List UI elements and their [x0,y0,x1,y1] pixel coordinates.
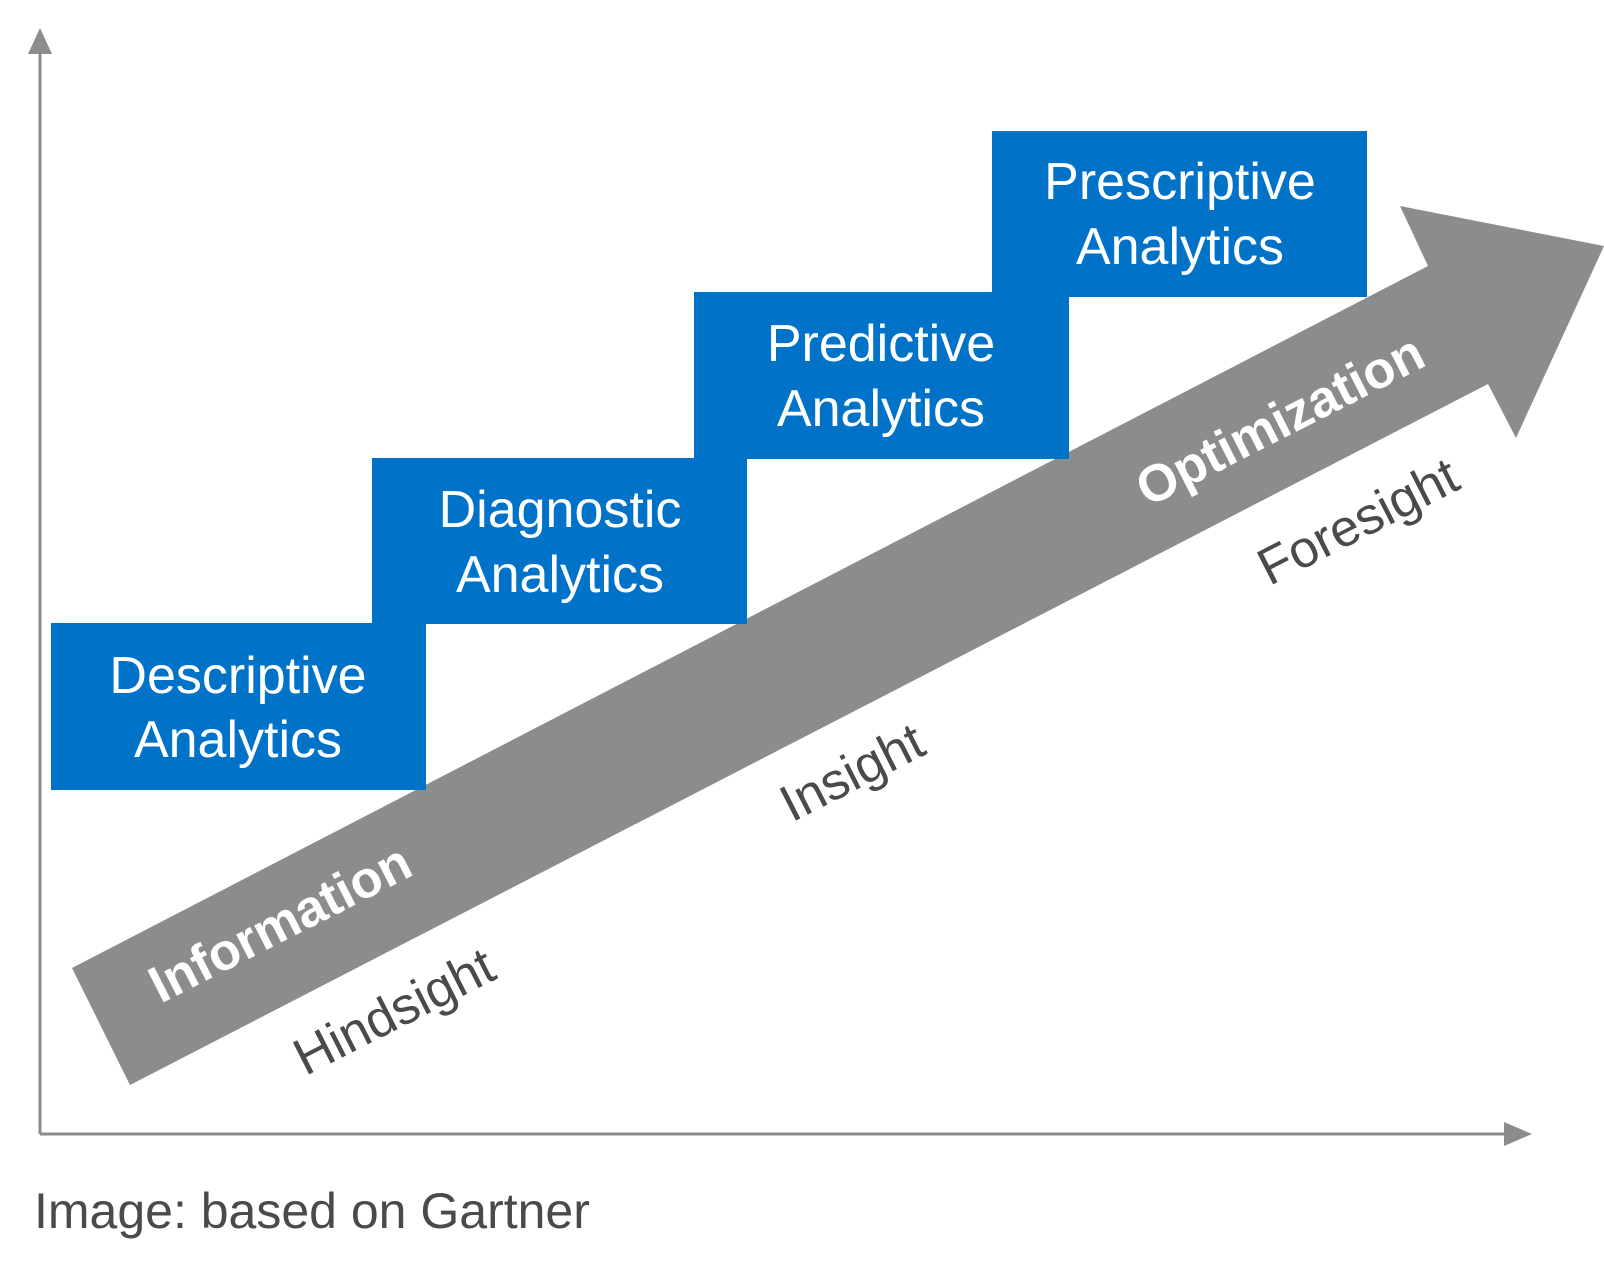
stage-labels: Descriptive Analytics Diagnostic Analyti… [109,153,1315,769]
stage-boxes [51,131,1367,790]
descriptive-analytics-box [51,623,426,790]
y-axis-arrowhead [28,28,52,54]
predictive-analytics-box [694,292,1069,459]
stage-2-line-2: Analytics [456,546,664,604]
axes [28,28,1532,1146]
stage-3-line-1: Predictive [767,315,995,373]
stage-1-line-2: Analytics [134,711,342,769]
stage-4-line-2: Analytics [1076,218,1284,276]
stage-2-line-1: Diagnostic [439,481,682,539]
stage-4-line-1: Prescriptive [1044,153,1316,211]
source-caption: Image: based on Gartner [34,1183,590,1239]
stage-1-line-1: Descriptive [109,647,366,705]
progress-arrow [72,206,1604,1085]
x-axis-arrowhead [1504,1122,1532,1146]
diagnostic-analytics-box [372,458,747,624]
prescriptive-analytics-box [992,131,1367,297]
stage-3-line-2: Analytics [777,380,985,438]
